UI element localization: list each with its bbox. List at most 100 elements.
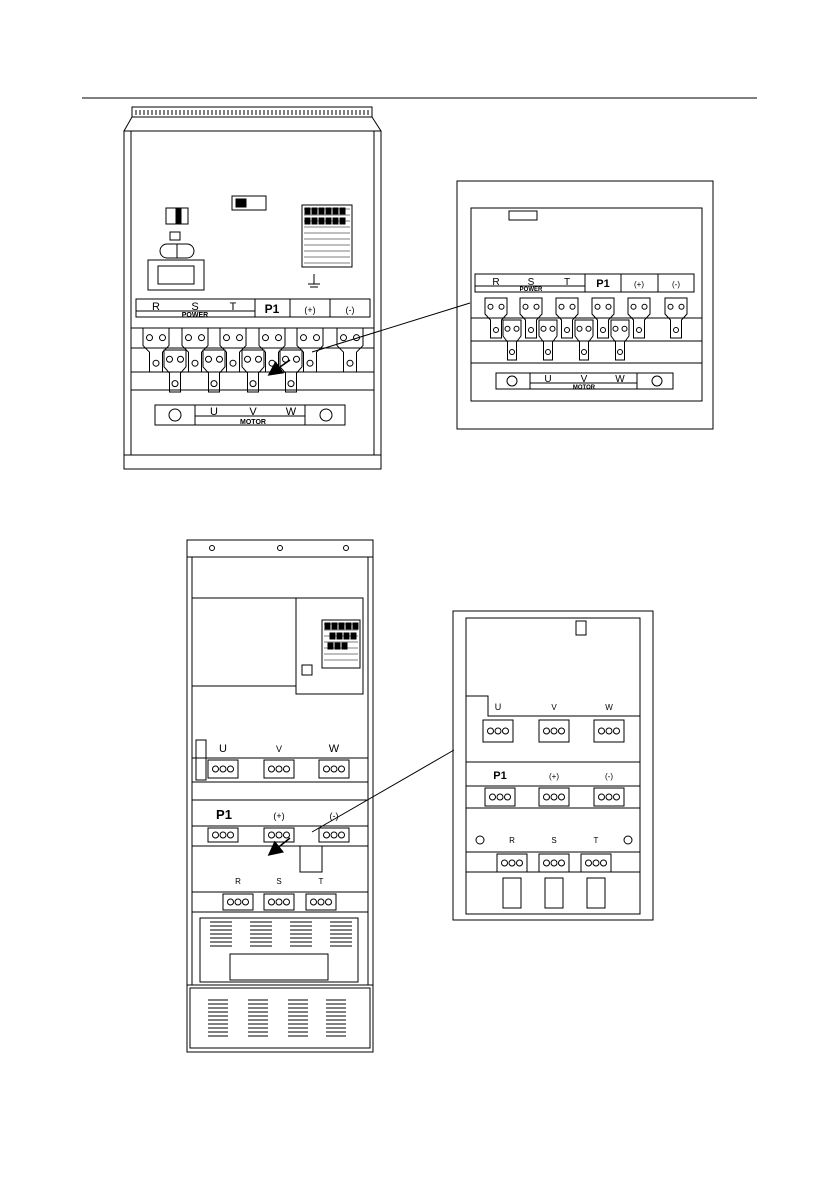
bolt [544,860,550,866]
zoom-detail-2 [453,611,653,920]
bolt [593,860,599,866]
bolt [211,381,217,387]
busbar [242,350,264,392]
bolt [245,356,251,362]
bolt [544,728,550,734]
zoom-terminal-P1-2: P1 [493,770,506,782]
bolt [250,381,256,387]
terminal-post [503,878,521,908]
bolt [276,832,282,838]
bolt [502,860,508,866]
bolt [674,328,679,333]
zoom-terminal-R: R [492,277,499,288]
bolt [284,832,290,838]
terminal-P1-2: P1 [216,807,232,822]
bolt [565,328,570,333]
zoom-terminal-P1: P1 [596,278,609,290]
bolt [339,832,345,838]
bolt [582,350,587,355]
bolt [199,335,205,341]
motor-group-label: MOTOR [240,419,266,426]
bolt [318,899,324,905]
bolt [269,832,275,838]
terminal-plus: (+) [304,305,315,315]
bolt [614,728,620,734]
bolt [284,899,290,905]
bolt [167,356,173,362]
bolt [256,356,262,362]
bolt [276,899,282,905]
bolt [237,335,243,341]
bolt [263,335,269,341]
bolt [269,899,275,905]
bolt [559,794,565,800]
bolt [577,326,582,331]
bolt [228,832,234,838]
bolt [544,794,550,800]
bolt [324,766,330,772]
bolt [213,766,219,772]
bolt [505,326,510,331]
bolt [206,356,212,362]
bolt [192,360,198,366]
terminal-post [545,878,563,908]
zoom-terminal-plus: (+) [634,280,644,289]
bolt [495,728,501,734]
bolt [546,350,551,355]
busbar [337,328,363,372]
bolt [276,335,282,341]
bolt [679,304,684,309]
bolt [314,335,320,341]
zoom-terminal-U: U [544,374,551,385]
zoom-terminal-minus-2: (-) [605,772,613,781]
bolt [606,728,612,734]
bolt [217,356,223,362]
bolt [631,304,636,309]
bolt [642,304,647,309]
bolt [551,728,557,734]
bolt [186,335,192,341]
terminal-W: W [286,406,297,418]
bolt [551,794,557,800]
bolt [606,304,611,309]
bolt [509,860,515,866]
bolt [276,766,282,772]
bolt [230,360,236,366]
bolt [614,794,620,800]
zoom-terminal-minus: (-) [672,280,680,289]
inverter-cabinet-2 [187,540,373,1052]
fig2-zoom-labels: U V W P1 (+) (-) R S T [493,702,613,845]
bolt [529,328,534,333]
bolt [494,328,499,333]
bolt [243,899,249,905]
bolt [213,832,219,838]
bolt [595,304,600,309]
bolt [341,335,347,341]
bolt [559,304,564,309]
bolt [599,794,605,800]
bolt [586,860,592,866]
bolt [331,766,337,772]
figure-2 [187,540,653,1052]
terminal-S-2: S [276,877,281,886]
bolt [307,360,313,366]
bolt [534,304,539,309]
fig1-power-labels: R S T P1 (+) (-) POWER U V W MOTOR [152,301,354,426]
power-group-label: POWER [182,312,208,319]
bolt [331,832,337,838]
zoom-motor-group: MOTOR [573,385,596,391]
bolt [235,899,241,905]
terminal-plus-2: (+) [273,811,284,821]
bolt [147,335,153,341]
zoom-power-group: POWER [520,287,543,293]
bolt [559,860,565,866]
terminal-minus-2: (-) [330,811,339,821]
zoom-terminal-W-2: W [605,703,613,712]
bolt [178,356,184,362]
bolt [311,899,317,905]
bolt [622,326,627,331]
bolt [601,860,607,866]
zoom-terminal-plus-2: (+) [549,772,559,781]
